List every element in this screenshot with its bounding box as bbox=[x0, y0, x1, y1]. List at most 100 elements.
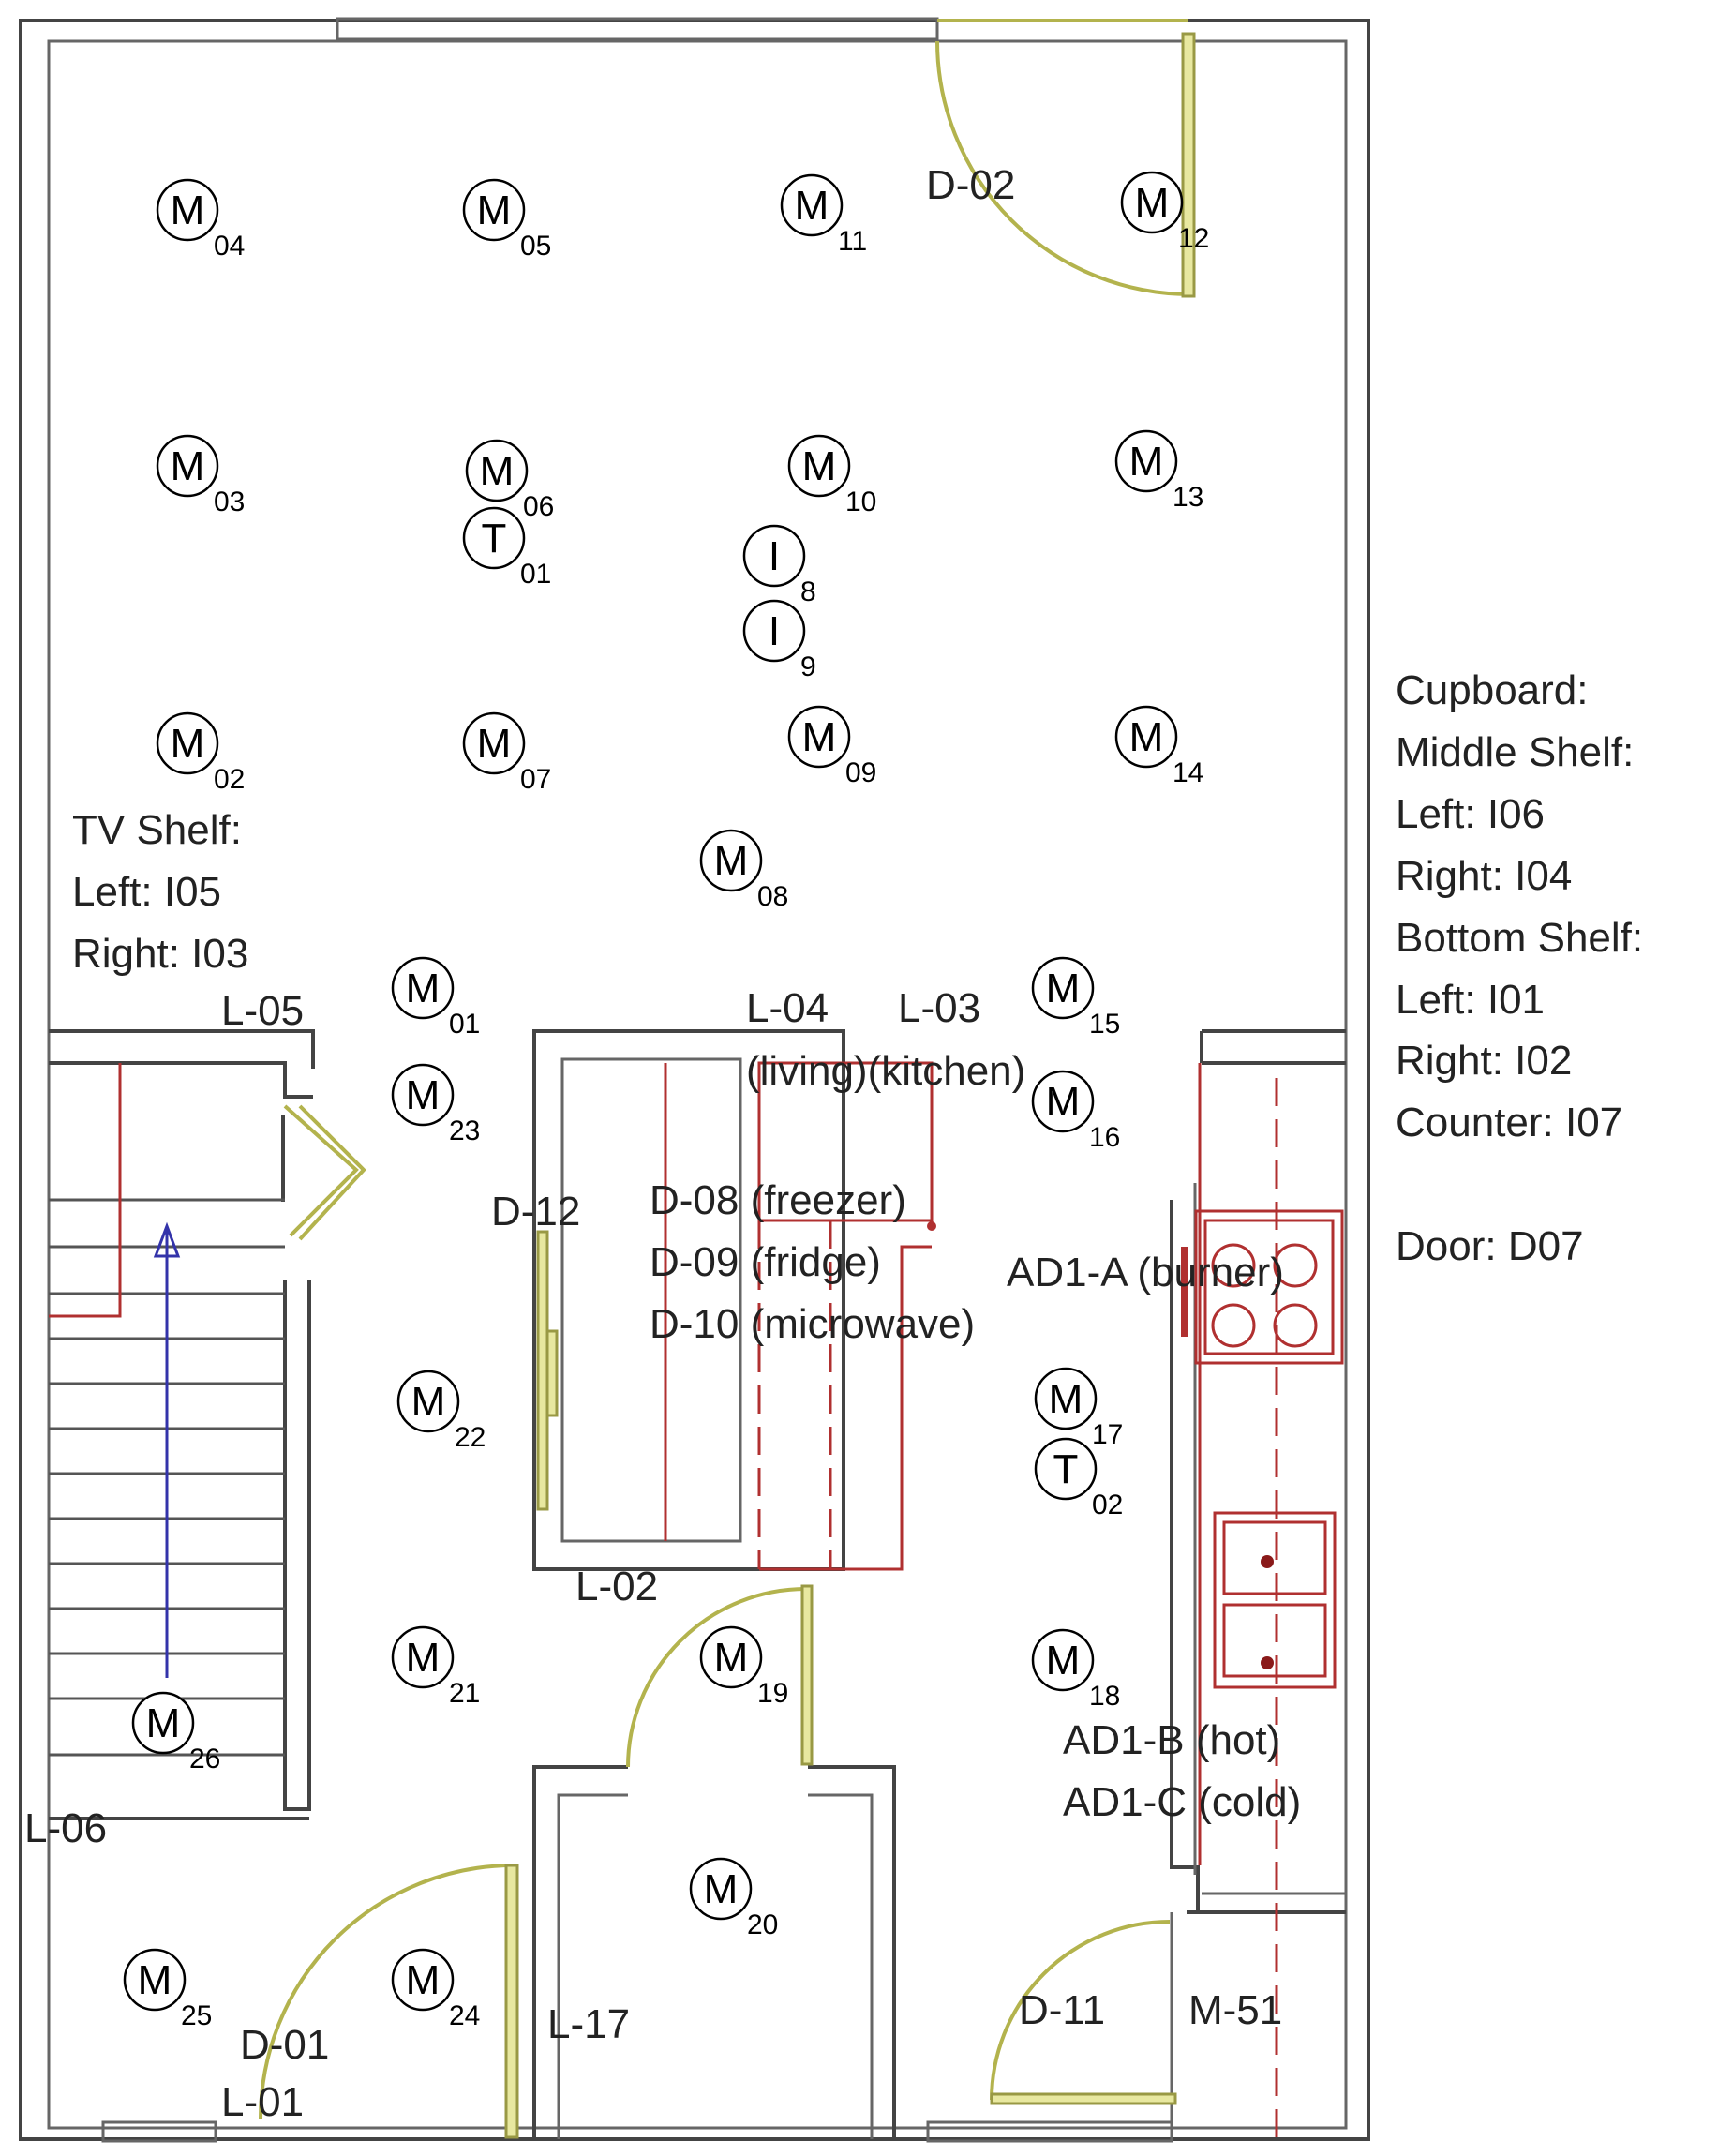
sensor-i8: I8 bbox=[742, 524, 816, 607]
plan-label: Left: I05 bbox=[72, 869, 221, 915]
sensor-m26: M26 bbox=[131, 1691, 220, 1774]
sensor-i9: I9 bbox=[742, 599, 816, 682]
sensor-circle bbox=[787, 434, 851, 498]
sensor-circle bbox=[156, 434, 219, 498]
sensor-id: 11 bbox=[838, 226, 867, 257]
sensor-m24: M24 bbox=[391, 1948, 480, 2031]
plan-label: L-04 bbox=[746, 985, 829, 1031]
plan-label: D-12 bbox=[491, 1189, 580, 1235]
sensor-id: 12 bbox=[1178, 223, 1209, 254]
sensor-id: 03 bbox=[214, 487, 245, 517]
sensor-circle bbox=[1034, 1437, 1098, 1501]
cupboard-line: Right: I04 bbox=[1396, 853, 1572, 899]
plan-label: L-03 bbox=[898, 985, 980, 1031]
sensor-id: 09 bbox=[845, 757, 876, 788]
sensor-type: M bbox=[802, 714, 837, 760]
sensor-m10: M 10 bbox=[787, 434, 876, 517]
sensor-m06: M 06 bbox=[465, 439, 554, 522]
plan-label: D-08 (freezer) bbox=[650, 1177, 906, 1223]
sensor-type: M bbox=[477, 721, 512, 767]
sensor-m02: M02 bbox=[156, 711, 245, 795]
plan-label: TV Shelf: bbox=[72, 807, 242, 853]
plan-label: L-06 bbox=[24, 1805, 107, 1851]
sensor-circle bbox=[699, 1625, 763, 1689]
sensor-circle bbox=[462, 506, 526, 570]
stair-arrow bbox=[153, 1221, 181, 1678]
sensor-circle bbox=[462, 178, 526, 242]
cupboard-line: Left: I01 bbox=[1396, 977, 1545, 1023]
sensor-id: 02 bbox=[214, 764, 245, 795]
sensor-id: 02 bbox=[1092, 1490, 1123, 1520]
sensor-type: T bbox=[1053, 1446, 1079, 1492]
plan-label: L-01 bbox=[221, 2079, 304, 2125]
sensor-id: 19 bbox=[757, 1678, 788, 1709]
sensor-id: 26 bbox=[189, 1744, 220, 1774]
sensor-id: 22 bbox=[455, 1422, 486, 1453]
sensor-circle bbox=[787, 705, 851, 769]
plan-label: D-09 (fridge) bbox=[650, 1239, 881, 1285]
sensor-id: 06 bbox=[523, 491, 554, 522]
sensor-m21: M21 bbox=[391, 1625, 480, 1709]
sensor-m11: M 11 bbox=[780, 173, 867, 257]
sensor-type: M bbox=[802, 443, 837, 489]
sensor-circle bbox=[391, 1063, 455, 1127]
sensor-m20: M20 bbox=[689, 1857, 778, 1940]
sensor-type: I bbox=[769, 533, 780, 579]
sensor-id: 14 bbox=[1173, 757, 1203, 788]
plan-label: AD1-C (cold) bbox=[1063, 1779, 1301, 1825]
sensor-t02: T 02 bbox=[1034, 1437, 1123, 1520]
sensor-id: 10 bbox=[845, 487, 876, 517]
sensor-m04: M04 bbox=[156, 178, 245, 262]
sensor-m19: M 19 bbox=[699, 1625, 788, 1709]
plan-label: D-01 bbox=[240, 2022, 329, 2068]
sensor-circle bbox=[123, 1948, 187, 2012]
sensor-id: 08 bbox=[757, 881, 788, 912]
sensor-type: M bbox=[1046, 1638, 1081, 1684]
cupboard-line: Cupboard: bbox=[1396, 667, 1588, 713]
sensor-id: 25 bbox=[181, 2000, 212, 2031]
cupboard-line: Middle Shelf: bbox=[1396, 729, 1634, 775]
plan-label: D-02 bbox=[926, 162, 1015, 208]
plan-label: D-11 bbox=[1019, 1987, 1105, 2033]
sensor-type: M bbox=[477, 187, 512, 233]
sensor-m07: M07 bbox=[462, 711, 551, 795]
sensor-circle bbox=[1031, 956, 1095, 1020]
plan-label: AD1-B (hot) bbox=[1063, 1717, 1280, 1763]
sensor-type: M bbox=[480, 448, 515, 494]
sensor-id: 8 bbox=[800, 576, 816, 607]
plan-label: (living)(kitchen) bbox=[746, 1048, 1025, 1094]
sensor-id: 17 bbox=[1092, 1419, 1123, 1450]
sensor-type: M bbox=[714, 1635, 749, 1681]
sensor-type: T bbox=[482, 516, 507, 561]
sensor-m17: M17 bbox=[1034, 1367, 1123, 1450]
sensor-m08: M08 bbox=[699, 829, 788, 912]
sensor-id: 18 bbox=[1089, 1681, 1120, 1712]
sensor-type: M bbox=[138, 1957, 172, 2003]
sensor-type: M bbox=[795, 183, 829, 229]
sensor-type: M bbox=[406, 966, 441, 1011]
cupboard-line: Bottom Shelf: bbox=[1396, 915, 1643, 961]
sensor-circle bbox=[699, 829, 763, 892]
cupboard-line: Left: I06 bbox=[1396, 791, 1545, 837]
sensor-type: I bbox=[769, 608, 780, 654]
sensor-id: 16 bbox=[1089, 1122, 1120, 1153]
kitchen-fixtures bbox=[664, 1061, 1344, 2137]
sensor-type: M bbox=[171, 187, 205, 233]
sensor-type: M bbox=[406, 1957, 441, 2003]
plan-label: L-17 bbox=[547, 2001, 630, 2047]
sensor-m09: M 09 bbox=[787, 705, 876, 788]
plan-label: L-05 bbox=[221, 988, 304, 1034]
sensor-m05: M05 bbox=[462, 178, 551, 262]
sensors: M04M05M11M12M03M06T01M10M13I8I9M02M07M09… bbox=[123, 171, 1209, 2031]
sensor-circle bbox=[391, 956, 455, 1020]
sensor-id: 01 bbox=[520, 559, 551, 590]
sensor-circle bbox=[742, 524, 806, 588]
sensor-id: 21 bbox=[449, 1678, 480, 1709]
sensor-circle bbox=[465, 439, 529, 502]
sensor-circle bbox=[391, 1948, 455, 2012]
cupboard-line: Door: D07 bbox=[1396, 1223, 1584, 1269]
sensor-type: M bbox=[1046, 1079, 1081, 1125]
sensor-type: M bbox=[1135, 180, 1170, 226]
